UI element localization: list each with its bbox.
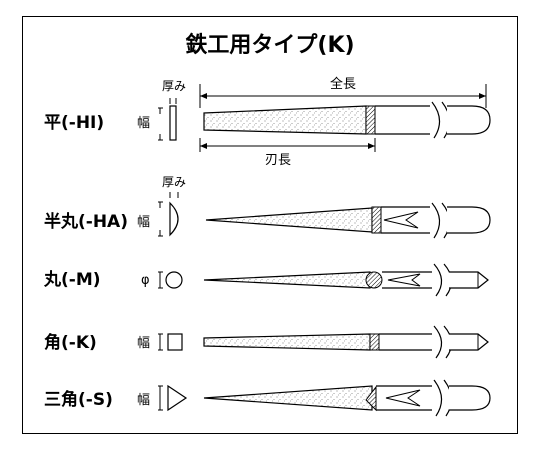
- cross-section-flat: [169, 105, 177, 141]
- size-symbol-round: φ: [141, 273, 150, 288]
- size-symbol-triangle: 幅: [137, 393, 150, 408]
- cross-section-half-round: [169, 201, 179, 237]
- overall-length-label: 全長: [330, 76, 356, 92]
- size-symbol-flat: 幅: [137, 116, 150, 131]
- row-square: 角(-K) 幅: [44, 325, 489, 359]
- cross-section-square: [167, 333, 183, 351]
- thickness-label-half-round: 厚み: [162, 175, 186, 189]
- thickness-label-top: 厚み: [162, 79, 186, 93]
- row-half-round: 半丸(-HA) 幅 厚み: [44, 175, 491, 239]
- row-round: 丸(-M) φ: [43, 263, 489, 297]
- file-blade-square: [203, 333, 371, 351]
- file-blade-round: [203, 271, 371, 289]
- size-symbol-half-round: 幅: [137, 215, 150, 230]
- file-blade-half-round: [205, 207, 373, 233]
- row-label-triangle: 三角(-S): [44, 389, 113, 410]
- page-title: 鉄工用タイプ(K): [185, 32, 354, 58]
- diagram-frame: [22, 16, 518, 434]
- file-blade-triangle: [203, 385, 373, 411]
- row-label-flat: 平(-HI): [44, 113, 104, 133]
- row-label-round: 丸(-M): [43, 269, 101, 290]
- blade-length-label: 刃長: [265, 153, 291, 168]
- row-triangle: 三角(-S) 幅: [44, 379, 491, 417]
- cross-section-round: [165, 271, 183, 289]
- cross-section-triangle: [167, 384, 188, 412]
- file-blade-flat: [203, 105, 367, 135]
- size-symbol-square: 幅: [137, 336, 150, 351]
- row-flat: 平(-HI) 幅 厚み 全長 刃長: [44, 76, 491, 168]
- row-label-half-round: 半丸(-HA): [44, 211, 128, 232]
- row-label-square: 角(-K): [44, 332, 97, 353]
